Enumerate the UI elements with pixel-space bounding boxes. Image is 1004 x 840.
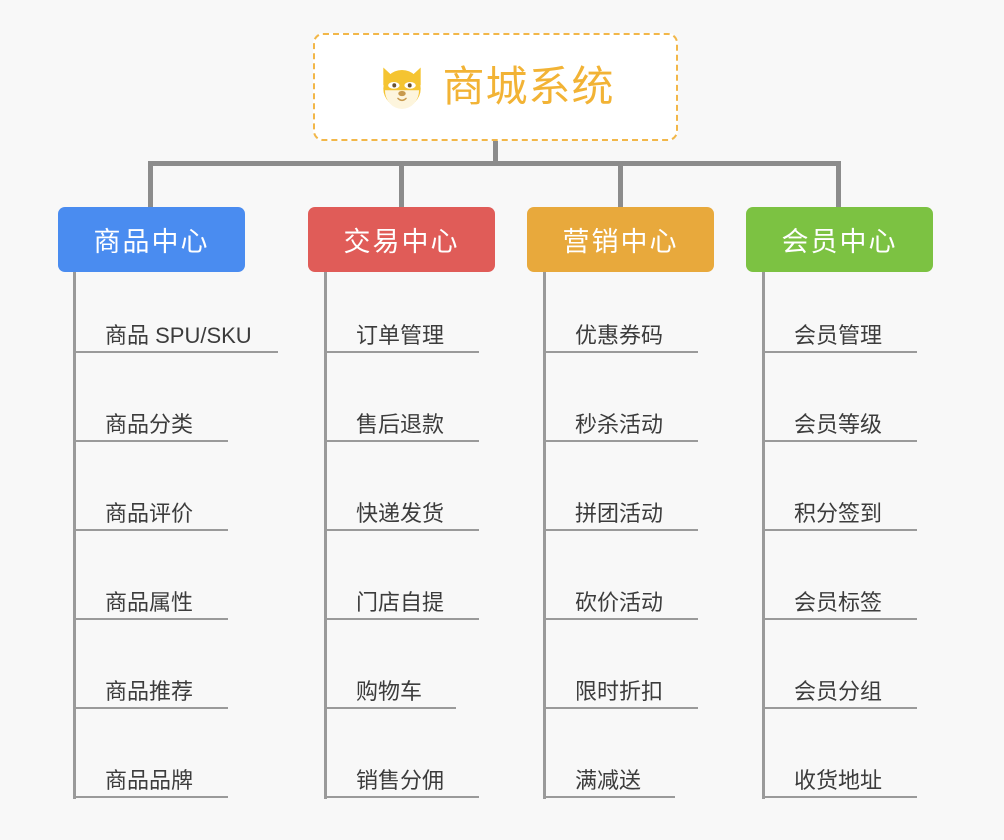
category-box-3[interactable]: 会员中心 bbox=[746, 207, 933, 272]
leaf-item-label: 会员管理 bbox=[794, 323, 883, 349]
leaf-item[interactable]: 积分签到 bbox=[762, 485, 917, 531]
category-label: 商品中心 bbox=[93, 227, 210, 257]
leaf-item-label: 商品推荐 bbox=[105, 679, 194, 705]
leaf-item-label: 商品分类 bbox=[105, 412, 194, 438]
connector-stem-3 bbox=[836, 161, 841, 207]
root-node[interactable]: 商城系统 bbox=[313, 33, 678, 141]
leaf-item-label: 销售分佣 bbox=[356, 768, 445, 794]
leaf-item[interactable]: 砍价活动 bbox=[543, 574, 698, 620]
leaf-item[interactable]: 会员等级 bbox=[762, 396, 917, 442]
leaf-item[interactable]: 商品属性 bbox=[73, 574, 228, 620]
leaf-item-label: 门店自提 bbox=[356, 590, 445, 616]
branch-trunk-0 bbox=[73, 272, 76, 799]
leaf-item-label: 商品评价 bbox=[105, 501, 194, 527]
leaf-item[interactable]: 订单管理 bbox=[324, 307, 479, 353]
leaf-item-label: 购物车 bbox=[356, 679, 423, 705]
category-label: 营销中心 bbox=[562, 227, 679, 257]
leaf-item[interactable]: 商品分类 bbox=[73, 396, 228, 442]
leaf-item[interactable]: 会员管理 bbox=[762, 307, 917, 353]
leaf-item[interactable]: 商品推荐 bbox=[73, 663, 228, 709]
connector-stem-2 bbox=[618, 161, 623, 207]
leaf-item-label: 满减送 bbox=[575, 768, 642, 794]
leaf-item[interactable]: 购物车 bbox=[324, 663, 456, 709]
category-label: 交易中心 bbox=[343, 227, 460, 257]
leaf-item-label: 会员标签 bbox=[794, 590, 883, 616]
leaf-item[interactable]: 商品 SPU/SKU bbox=[73, 307, 278, 353]
connector-horizontal-bus bbox=[150, 161, 840, 166]
leaf-item[interactable]: 拼团活动 bbox=[543, 485, 698, 531]
leaf-item-label: 商品属性 bbox=[105, 590, 194, 616]
connector-stem-0 bbox=[148, 161, 153, 207]
leaf-item-label: 收货地址 bbox=[794, 768, 883, 794]
leaf-item[interactable]: 会员分组 bbox=[762, 663, 917, 709]
leaf-item-label: 会员等级 bbox=[794, 412, 883, 438]
branch-trunk-1 bbox=[324, 272, 327, 799]
leaf-item-label: 砍价活动 bbox=[575, 590, 664, 616]
connector-root-stem bbox=[493, 141, 498, 165]
leaf-item[interactable]: 商品品牌 bbox=[73, 752, 228, 798]
leaf-item-label: 售后退款 bbox=[356, 412, 445, 438]
category-label: 会员中心 bbox=[781, 227, 898, 257]
leaf-item-label: 秒杀活动 bbox=[575, 412, 664, 438]
leaf-item-label: 商品 SPU/SKU bbox=[105, 323, 252, 349]
leaf-item-label: 会员分组 bbox=[794, 679, 883, 705]
connector-stem-1 bbox=[399, 161, 404, 207]
leaf-item-label: 拼团活动 bbox=[575, 501, 664, 527]
leaf-item[interactable]: 销售分佣 bbox=[324, 752, 479, 798]
leaf-item[interactable]: 满减送 bbox=[543, 752, 675, 798]
leaf-item[interactable]: 售后退款 bbox=[324, 396, 479, 442]
branch-trunk-2 bbox=[543, 272, 546, 799]
category-box-2[interactable]: 营销中心 bbox=[527, 207, 714, 272]
leaf-item-label: 订单管理 bbox=[356, 323, 445, 349]
leaf-item[interactable]: 门店自提 bbox=[324, 574, 479, 620]
leaf-item-label: 优惠券码 bbox=[575, 323, 664, 349]
leaf-item[interactable]: 秒杀活动 bbox=[543, 396, 698, 442]
leaf-item-label: 限时折扣 bbox=[575, 679, 664, 705]
leaf-item-label: 商品品牌 bbox=[105, 768, 194, 794]
leaf-item[interactable]: 优惠券码 bbox=[543, 307, 698, 353]
category-box-0[interactable]: 商品中心 bbox=[58, 207, 245, 272]
leaf-item-label: 快递发货 bbox=[356, 501, 445, 527]
category-box-1[interactable]: 交易中心 bbox=[308, 207, 495, 272]
shiba-dog-face-icon bbox=[376, 61, 428, 113]
leaf-item-label: 积分签到 bbox=[794, 501, 883, 527]
leaf-item[interactable]: 快递发货 bbox=[324, 485, 479, 531]
leaf-item[interactable]: 限时折扣 bbox=[543, 663, 698, 709]
leaf-item[interactable]: 商品评价 bbox=[73, 485, 228, 531]
leaf-item[interactable]: 会员标签 bbox=[762, 574, 917, 620]
leaf-item[interactable]: 收货地址 bbox=[762, 752, 917, 798]
root-title: 商城系统 bbox=[442, 63, 615, 110]
branch-trunk-3 bbox=[762, 272, 765, 799]
